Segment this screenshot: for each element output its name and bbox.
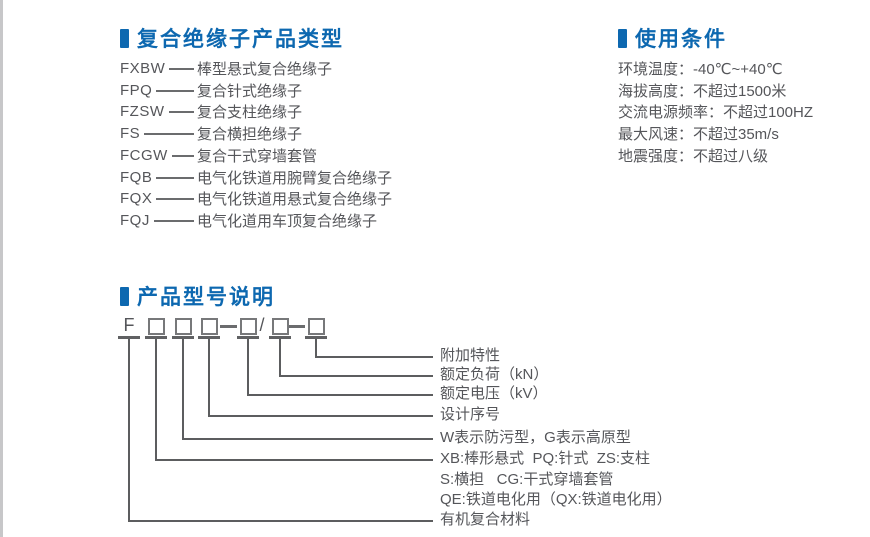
connector-hline-box-2 [182, 438, 433, 440]
model-code: FQB [120, 169, 153, 186]
model-description: 电气化铁道用悬式复合绝缘子 [197, 191, 393, 208]
condition-row: 海拔高度：不超过1500米 [618, 83, 787, 100]
diagram-label-additional-feature: 附加特性 [440, 347, 501, 364]
underline-box-1 [145, 336, 167, 339]
model-slash-separator: / [259, 315, 265, 335]
condition-row: 交流电源频率：不超过100HZ [618, 104, 814, 121]
leader-line [169, 68, 194, 70]
underline-box-6 [305, 336, 327, 339]
diagram-label-structure-codes-2: S:横担 CG:干式穿墙套管 [440, 471, 614, 488]
product-type-row: FCGW 复合干式穿墙套管 [120, 145, 470, 166]
underline-box-5 [269, 336, 291, 339]
underline-box-3 [198, 336, 220, 339]
connector-hline-prefix [128, 520, 433, 522]
underline-prefix [118, 336, 140, 339]
model-code: FCGW [120, 147, 168, 164]
model-code: FXBW [120, 60, 166, 77]
condition-row: 环境温度：-40℃~+40℃ [618, 61, 783, 78]
condition-row: 最大风速：不超过35m/s [618, 126, 779, 143]
connector-hline-box-4 [247, 394, 433, 396]
leader-line [156, 177, 194, 179]
model-code: FQX [120, 190, 153, 207]
leader-line [156, 90, 194, 92]
leader-line [171, 155, 194, 157]
model-description: 电气化道用车顶复合绝缘子 [197, 213, 378, 230]
diagram-label-structure-codes-3: QE:铁道电化用（QX:铁道电化用） [440, 491, 672, 508]
blue-square-bullet-icon [120, 28, 129, 48]
diagram-label-rated-voltage: 额定电压（kV） [440, 385, 548, 402]
product-type-row: FXBW 棒型悬式复合绝缘子 [120, 58, 470, 79]
diagram-label-structure-codes-1: XB:棒形悬式 PQ:针式 ZS:支柱 [440, 450, 651, 467]
leader-line [153, 220, 194, 222]
model-description: 复合支柱绝缘子 [197, 104, 303, 121]
section-title: 复合绝缘子产品类型 [137, 28, 344, 51]
leader-line [168, 111, 194, 113]
product-type-row: FPQ 复合针式绝缘子 [120, 80, 470, 101]
model-prefix-letter: F [123, 315, 135, 335]
connector-hline-box-1 [155, 459, 433, 461]
model-code: FQJ [120, 212, 150, 229]
model-box-1 [148, 318, 165, 335]
model-description: 复合干式穿墙套管 [197, 148, 318, 165]
product-type-row: FS 复合横担绝缘子 [120, 123, 470, 144]
model-code: FZSW [120, 103, 165, 120]
underline-box-4 [237, 336, 259, 339]
section-title: 产品型号说明 [137, 286, 275, 309]
connector-hline-box-3 [208, 415, 433, 417]
connector-vline-box-1 [155, 339, 157, 461]
product-type-row: FQX 电气化铁道用悬式复合绝缘子 [120, 188, 470, 209]
section-product-types-heading: 复合绝缘子产品类型 [120, 23, 344, 53]
product-type-row: FQB 电气化铁道用腕臂复合绝缘子 [120, 167, 470, 188]
underline-box-2 [172, 336, 194, 339]
connector-vline-box-2 [182, 339, 184, 440]
product-type-row: FQJ 电气化道用车顶复合绝缘子 [120, 210, 470, 231]
model-box-4 [240, 318, 257, 335]
model-dash-separator [220, 325, 237, 328]
connector-vline-prefix [128, 339, 130, 522]
model-box-3 [201, 318, 218, 335]
section-model-explanation-heading: 产品型号说明 [120, 281, 275, 311]
model-box-2 [175, 318, 192, 335]
model-dash-separator [289, 325, 305, 328]
diagram-label-design-serial: 设计序号 [440, 406, 501, 423]
model-box-5 [272, 318, 289, 335]
connector-vline-box-3 [208, 339, 210, 417]
connector-hline-box-6 [315, 356, 433, 358]
blue-square-bullet-icon [120, 286, 129, 306]
connector-vline-box-4 [247, 339, 249, 396]
diagram-label-w-g-type: W表示防污型，G表示高原型 [440, 429, 631, 446]
leader-line [156, 198, 194, 200]
product-type-row: FZSW 复合支柱绝缘子 [120, 101, 470, 122]
diagram-label-organic-material: 有机复合材料 [440, 511, 531, 528]
section-title: 使用条件 [635, 28, 727, 51]
model-description: 棒型悬式复合绝缘子 [197, 61, 333, 78]
connector-vline-box-6 [315, 339, 317, 358]
section-usage-conditions-heading: 使用条件 [618, 23, 727, 53]
model-description: 电气化铁道用腕臂复合绝缘子 [197, 170, 393, 187]
model-code: FPQ [120, 82, 153, 99]
condition-row: 地震强度：不超过八级 [618, 148, 769, 165]
blue-square-bullet-icon [618, 28, 627, 48]
model-box-6 [308, 318, 325, 335]
diagram-label-rated-load: 额定负荷（kN） [440, 366, 549, 383]
leader-line [144, 133, 194, 135]
connector-vline-box-5 [279, 339, 281, 377]
model-description: 复合针式绝缘子 [197, 83, 303, 100]
model-description: 复合横担绝缘子 [197, 126, 303, 143]
connector-hline-box-5 [279, 375, 433, 377]
page-edge-strip [0, 0, 3, 537]
model-code: FS [120, 125, 141, 142]
